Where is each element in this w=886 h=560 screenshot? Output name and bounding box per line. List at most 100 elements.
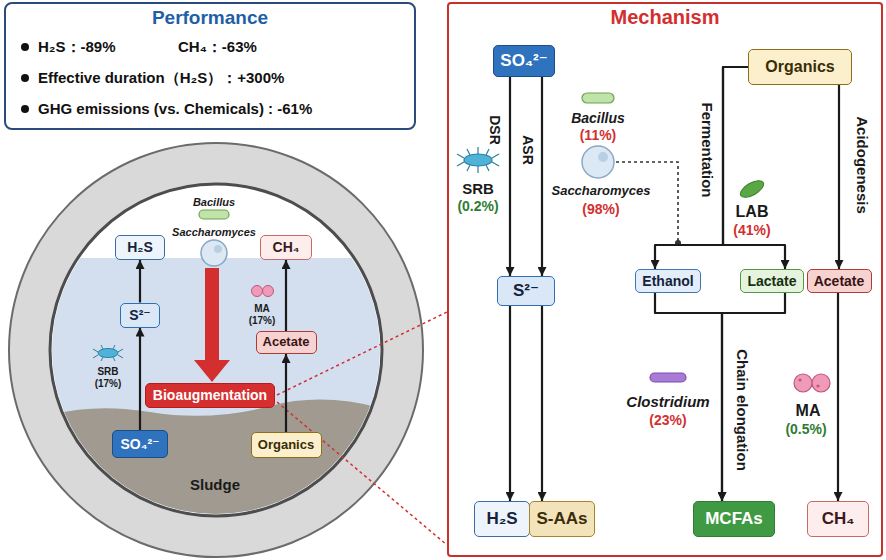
panel-title: Mechanism <box>449 6 881 29</box>
product-box: H₂S <box>115 235 165 260</box>
supply-line <box>616 162 678 241</box>
organism-name: SRB <box>462 180 494 197</box>
box-text: Bioaugmentation <box>153 387 267 403</box>
flow-arrow <box>722 293 785 501</box>
box-text: H₂S <box>486 509 517 529</box>
substrate-box: Organics <box>251 432 322 458</box>
intermediate-box: Acetate <box>807 269 872 293</box>
abundance-value: (17%) <box>249 315 276 327</box>
organism-name: Bacillus <box>193 196 235 209</box>
substrate-box: SO₄²⁻ <box>112 430 168 458</box>
intermediate-box: Lactate <box>740 269 804 293</box>
product-box: H₂S <box>474 501 530 537</box>
organism-name: MA <box>796 402 821 420</box>
box-text: Acetate <box>814 273 865 289</box>
zoom-line <box>277 402 447 545</box>
mechanism-panel: MechanismSO₄²⁻ OrganicsS²⁻ Ethanol Lactate A… <box>447 2 883 557</box>
organism-name: Saccharomyces <box>551 184 650 199</box>
wastewater <box>40 258 400 533</box>
flow-arrow <box>139 260 141 303</box>
abundance-value: (98%) <box>582 201 619 217</box>
product-box: CH₄ <box>807 501 869 537</box>
yeast-nucleus <box>214 245 222 253</box>
lab-icon <box>738 177 767 200</box>
intermediate-box: S²⁻ <box>497 276 555 306</box>
flow-arrow <box>837 293 839 501</box>
clostridium-icon <box>650 373 686 382</box>
flow-arrow <box>139 328 141 431</box>
product-box: S-AAs <box>529 501 595 537</box>
treatment-box: Bioaugmentation <box>145 383 275 408</box>
box-text: Organics <box>765 58 834 76</box>
flow-arrow <box>285 354 287 432</box>
abundance-value: (11%) <box>580 127 617 143</box>
flow-arrow <box>285 260 287 331</box>
substrate-box: Organics <box>748 49 852 85</box>
flow-arrow <box>541 77 543 276</box>
box-text: Acetate <box>263 335 310 350</box>
bullet-dot <box>21 105 29 113</box>
ma-texture <box>816 384 819 387</box>
pathway-label: Fermentation <box>699 102 716 197</box>
box-text: Lactate <box>747 273 796 289</box>
box-text: H₂S <box>127 239 153 255</box>
box-text: MCFAs <box>705 509 763 529</box>
abundance-value: (23%) <box>649 412 686 428</box>
box-text: SO₄²⁻ <box>121 436 160 452</box>
ma-icon <box>252 286 263 297</box>
pathway-label: ASR <box>519 135 534 165</box>
metric-text: CH₄：-63% <box>178 38 257 55</box>
metric-text: Effective duration（H₂S）：+300% <box>38 69 284 86</box>
substrate-box: SO₄²⁻ <box>493 45 555 77</box>
pathway-label: Chain elongation <box>734 349 751 471</box>
intermediate-box: Acetate <box>256 331 317 354</box>
yeast-nucleus <box>598 152 608 162</box>
organism-name: Saccharomyces <box>172 226 256 239</box>
box-text: CH₄ <box>273 239 300 255</box>
ma-icon <box>812 374 830 392</box>
dosing-arrow-shaft <box>205 268 219 361</box>
intermediate-box: S²⁻ <box>120 303 160 328</box>
organism-name: MA <box>254 303 270 315</box>
flow-arrow <box>655 67 748 269</box>
bullet-dot <box>21 74 29 82</box>
abundance-value: (0.2%) <box>457 198 498 214</box>
box-text: Organics <box>258 438 314 453</box>
intermediate-box: Ethanol <box>635 269 701 293</box>
srb-flagella <box>93 345 123 361</box>
flow-arrow <box>509 77 511 276</box>
product-box: MCFAs <box>693 501 775 537</box>
layer-name: Sludge <box>190 476 240 493</box>
srb-flagella <box>457 147 499 173</box>
flow-arrow <box>509 306 511 501</box>
organism-name: Bacillus <box>571 110 625 126</box>
pathway-label: Acidogenesis <box>854 116 871 214</box>
panel-title: Performance <box>6 7 414 29</box>
flow-arrow <box>541 306 543 501</box>
ma-texture <box>798 378 801 381</box>
performance-panel: PerformanceH₂S：-89%CH₄：-63%Effective dur… <box>4 2 416 130</box>
yeast-icon <box>201 240 227 266</box>
pathway-label: DSR <box>486 115 501 145</box>
abundance-value: (17%) <box>95 378 122 390</box>
ma-icon <box>794 374 812 392</box>
product-box: CH₄ <box>260 235 312 260</box>
organism-name: LAB <box>736 203 769 221</box>
bullet-dot <box>21 43 29 51</box>
flow-arrow <box>838 85 840 269</box>
box-text: CH₄ <box>822 509 855 529</box>
pipe-wall <box>9 143 423 557</box>
box-text: SO₄²⁻ <box>500 51 547 71</box>
metric-text: GHG emissions (vs. Chemicals) : -61% <box>38 100 312 117</box>
box-text: S²⁻ <box>513 281 539 301</box>
box-text: S-AAs <box>536 509 587 529</box>
organism-name: Clostridium <box>626 393 709 410</box>
dosing-arrow-head <box>194 360 230 382</box>
organism-name: SRB <box>97 366 118 378</box>
ma-icon <box>263 286 274 297</box>
pipe-contents <box>40 258 400 533</box>
yeast-icon <box>582 146 614 178</box>
srb-icon <box>464 154 492 166</box>
srb-icon <box>98 349 118 358</box>
